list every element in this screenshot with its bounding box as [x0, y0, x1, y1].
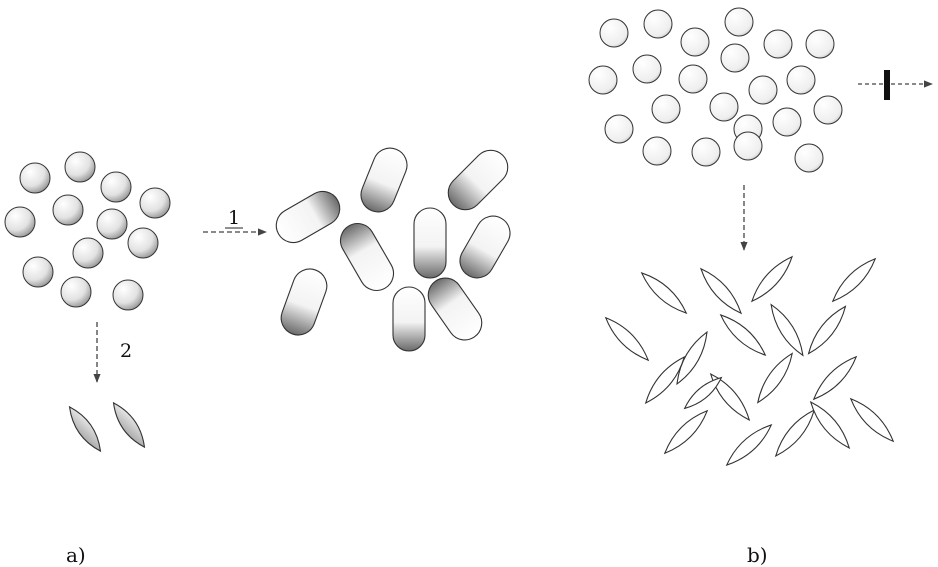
lens — [64, 403, 106, 455]
sphere — [814, 96, 842, 124]
sphere — [20, 163, 50, 193]
sphere — [5, 207, 35, 237]
panel-b-blocked-arrow — [858, 70, 932, 100]
sphere — [734, 132, 762, 160]
sphere — [589, 66, 617, 94]
lens — [706, 370, 755, 424]
rod — [393, 287, 425, 351]
lens — [803, 302, 850, 357]
lens — [766, 301, 809, 359]
lens — [752, 350, 797, 407]
sphere — [764, 30, 792, 58]
sphere — [795, 144, 823, 172]
sphere — [113, 280, 143, 310]
panel-a-rod-cluster — [270, 143, 516, 351]
panel-a-sphere-cluster — [5, 152, 170, 310]
sphere — [679, 65, 707, 93]
sphere — [65, 152, 95, 182]
panel-b-lens-cluster — [601, 252, 898, 470]
arrow-1-label: 1 — [228, 207, 240, 229]
lens — [846, 394, 898, 446]
rod — [441, 143, 515, 217]
rod — [276, 264, 331, 340]
sphere — [643, 137, 671, 165]
lens — [671, 329, 712, 387]
panel-b-label: b) — [747, 543, 768, 567]
panel-a: 1 2 — [5, 143, 516, 567]
sphere — [600, 19, 628, 47]
lens — [716, 310, 769, 360]
panel-b: b) — [589, 8, 932, 567]
sphere — [61, 277, 91, 307]
lens — [660, 406, 712, 458]
sphere — [692, 138, 720, 166]
sphere — [101, 172, 131, 202]
panel-a-lens-pair — [64, 399, 150, 455]
rod — [414, 208, 446, 278]
lens — [108, 399, 150, 451]
rod — [454, 210, 516, 284]
lens — [828, 254, 880, 306]
sphere — [787, 66, 815, 94]
lens — [747, 252, 797, 305]
lens — [722, 420, 775, 470]
lens — [809, 352, 861, 404]
lens — [696, 264, 746, 317]
sphere — [806, 30, 834, 58]
sphere — [140, 188, 170, 218]
sphere — [128, 228, 158, 258]
sphere — [652, 95, 680, 123]
panel-b-sphere-cluster — [589, 8, 842, 172]
sphere — [644, 10, 672, 38]
sphere — [721, 44, 749, 72]
inhibitor-bar — [884, 70, 890, 100]
lens — [637, 268, 690, 318]
lens — [771, 406, 820, 460]
sphere — [53, 195, 83, 225]
rod — [334, 217, 399, 296]
arrow-1: 1 — [203, 207, 266, 232]
sphere — [725, 8, 753, 36]
rod — [422, 271, 489, 346]
sphere — [73, 238, 103, 268]
rod — [270, 185, 346, 248]
lens — [601, 313, 653, 365]
sphere — [710, 93, 738, 121]
arrow-2: 2 — [97, 322, 132, 382]
sphere — [681, 28, 709, 56]
lens — [681, 373, 725, 412]
lens — [806, 398, 855, 452]
sphere — [23, 257, 53, 287]
sphere — [97, 209, 127, 239]
sphere — [773, 108, 801, 136]
sphere — [633, 55, 661, 83]
panel-a-label: a) — [66, 543, 86, 567]
rod — [356, 143, 412, 217]
sphere — [749, 76, 777, 104]
sphere — [605, 115, 633, 143]
arrow-2-label: 2 — [120, 340, 132, 362]
